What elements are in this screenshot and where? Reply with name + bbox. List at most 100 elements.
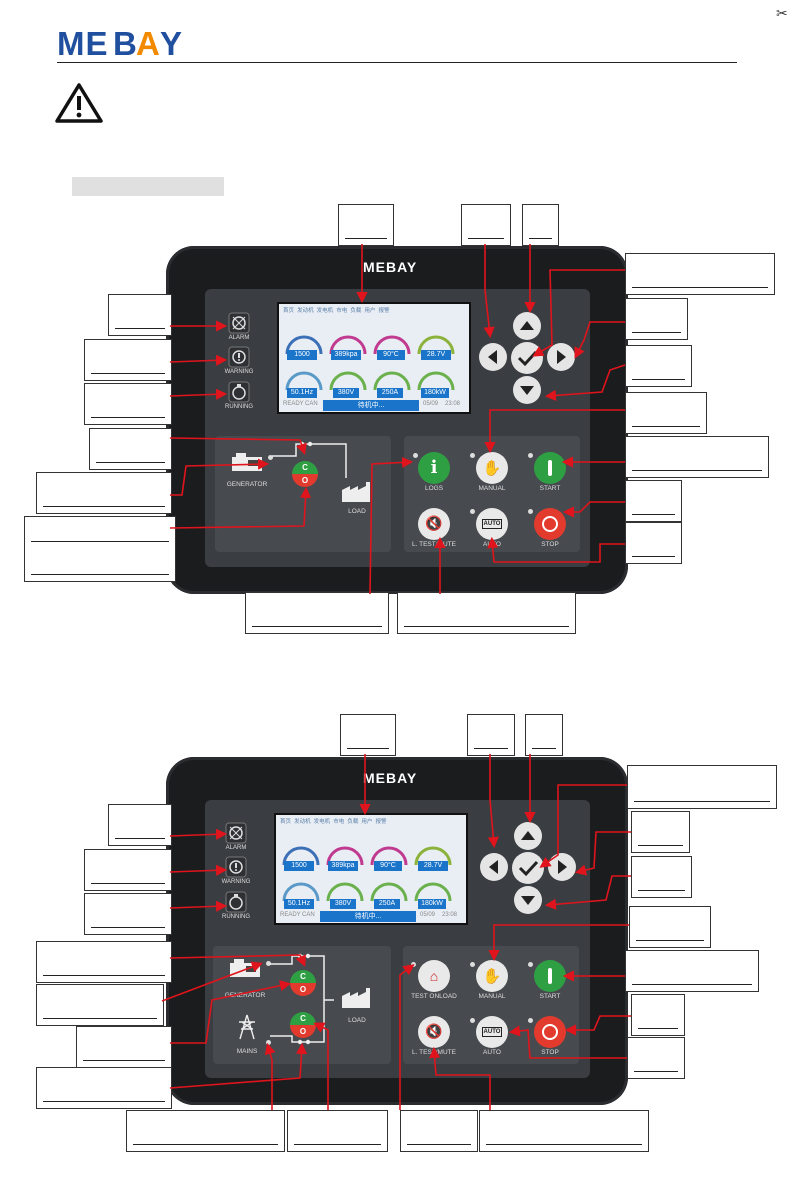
callout-test-onload-2 xyxy=(400,1110,478,1152)
status-text: 待机中... xyxy=(323,400,419,411)
screen-menu: 首页 发动机 发电机 市电 负载 用户 报警 xyxy=(280,817,386,825)
callout-gen-breaker-2 xyxy=(76,1026,172,1068)
callout-lcd-2 xyxy=(340,714,396,756)
logs-led xyxy=(413,453,418,458)
callout-mains-bus-2 xyxy=(36,1067,172,1109)
device-brand-2: MEBAY xyxy=(363,770,418,786)
callout-gen-led-1 xyxy=(36,472,172,514)
generator-label-1: GENERATOR xyxy=(226,481,268,488)
stop-label: STOP xyxy=(541,541,559,548)
menu-item-load[interactable]: 负载 xyxy=(347,819,359,825)
start-led xyxy=(528,453,533,458)
callout-stop-2 xyxy=(631,994,685,1036)
test-onload-button[interactable]: ⌂ xyxy=(418,960,450,992)
logs-label: LOGS xyxy=(424,485,444,492)
manual-led xyxy=(470,453,475,458)
close-half: C xyxy=(290,1012,316,1025)
callout-right-key-1 xyxy=(625,298,688,340)
gauge-battery: 28.7V xyxy=(418,861,448,871)
footer-ready: READY xyxy=(280,912,301,918)
load-label-1: LOAD xyxy=(348,508,366,515)
callout-test-mute-2 xyxy=(479,1110,649,1152)
callout-logs-1 xyxy=(245,592,389,634)
menu-item-alarm[interactable]: 报警 xyxy=(378,308,390,314)
screen-menu: 首页 发动机 发电机 市电 负载 用户 报警 xyxy=(283,306,389,314)
start-label: START xyxy=(539,485,561,492)
gen-breaker-button[interactable]: C O xyxy=(290,970,316,996)
gauge-coolant-temp: 90°C xyxy=(377,350,405,360)
stop-led xyxy=(528,509,533,514)
dpad-svg xyxy=(480,822,576,914)
mains-breaker-button[interactable]: C O xyxy=(290,1012,316,1038)
callout-breaker-1 xyxy=(24,516,176,582)
menu-item-generator[interactable]: 发电机 xyxy=(313,819,331,825)
callout-warning-2 xyxy=(84,849,172,891)
close-half: C xyxy=(290,970,316,983)
menu-item-user[interactable]: 用户 xyxy=(364,308,376,314)
callout-manual-2 xyxy=(629,906,711,948)
gauge-current: 250A xyxy=(377,388,403,398)
running-icon xyxy=(225,891,247,913)
gauge-frequency: 50.1Hz xyxy=(287,388,317,398)
menu-item-home[interactable]: 首页 xyxy=(280,819,292,825)
callout-down-key-2 xyxy=(631,856,692,898)
gauge-current: 250A xyxy=(374,899,400,909)
callout-up-key-2 xyxy=(525,714,563,756)
footer-ready: READY xyxy=(283,401,304,407)
menu-item-mains[interactable]: 市电 xyxy=(333,819,345,825)
gauges-svg xyxy=(282,846,452,902)
manual-button[interactable]: ✋ xyxy=(476,452,508,484)
callout-warning-1 xyxy=(84,339,172,381)
test-mute-label: L. TEST/MUTE xyxy=(412,541,456,548)
start-button[interactable] xyxy=(534,452,566,484)
menu-item-load[interactable]: 负载 xyxy=(350,308,362,314)
manual-button-2[interactable]: ✋ xyxy=(476,960,508,992)
stop-button[interactable] xyxy=(534,508,566,540)
gauge-speed: 1500 xyxy=(284,861,314,871)
scissors-icon: ✂ xyxy=(776,6,788,22)
callout-up-key-1 xyxy=(522,204,559,246)
logs-button[interactable]: i xyxy=(418,452,450,484)
menu-item-engine[interactable]: 发动机 xyxy=(294,819,311,825)
callout-mains-led-2 xyxy=(126,1110,285,1152)
stop-button-2[interactable] xyxy=(534,1016,566,1048)
footer-can: CAN xyxy=(302,912,315,918)
start-button-2[interactable] xyxy=(534,960,566,992)
footer-time: 23:08 xyxy=(442,912,458,918)
menu-item-generator[interactable]: 发电机 xyxy=(316,308,334,314)
lcd-screen-1: 首页 发动机 发电机 市电 负载 用户 报警 1500 389kpa 90°C … xyxy=(277,302,471,414)
running-icon xyxy=(228,381,250,403)
stop-label-2: STOP xyxy=(541,1049,559,1056)
callout-start-2 xyxy=(625,950,759,992)
warning-light-icon xyxy=(225,856,247,878)
alarm-icon xyxy=(228,312,250,334)
footer-date: 05/09 xyxy=(423,401,439,407)
menu-item-mains[interactable]: 市电 xyxy=(336,308,348,314)
test-mute-button[interactable]: 🔇 xyxy=(418,508,450,540)
menu-item-home[interactable]: 首页 xyxy=(283,308,295,314)
menu-item-user[interactable]: 用户 xyxy=(361,819,373,825)
callout-right-key-2 xyxy=(631,811,690,853)
start-label-2: START xyxy=(539,993,561,1000)
svg-text:Y: Y xyxy=(160,26,182,60)
callout-confirm-key-2 xyxy=(627,765,777,809)
start-led-2 xyxy=(528,962,533,967)
callout-manual-1 xyxy=(625,392,707,434)
gauge-coolant-temp: 90°C xyxy=(374,861,402,871)
callout-start-1 xyxy=(625,436,769,478)
test-onload-label: TEST ONLOAD xyxy=(411,993,457,1000)
gauge-oil-pressure: 389kpa xyxy=(328,861,358,871)
test-mute-button-2[interactable]: 🔇 xyxy=(418,1016,450,1048)
menu-item-alarm[interactable]: 报警 xyxy=(375,819,387,825)
auto-button[interactable]: AUTO xyxy=(476,508,508,540)
header-rule xyxy=(57,62,737,63)
callout-alarm-2 xyxy=(108,804,172,846)
auto-button-2[interactable]: AUTO xyxy=(476,1016,508,1048)
gauge-voltage: 380V xyxy=(330,899,356,909)
gauges-svg xyxy=(285,335,455,391)
menu-item-engine[interactable]: 发动机 xyxy=(297,308,314,314)
callout-running-2 xyxy=(84,893,172,935)
footer-date: 05/09 xyxy=(420,912,436,918)
breaker-button-1[interactable]: C O xyxy=(292,461,318,487)
callout-left-key-1 xyxy=(461,204,511,246)
